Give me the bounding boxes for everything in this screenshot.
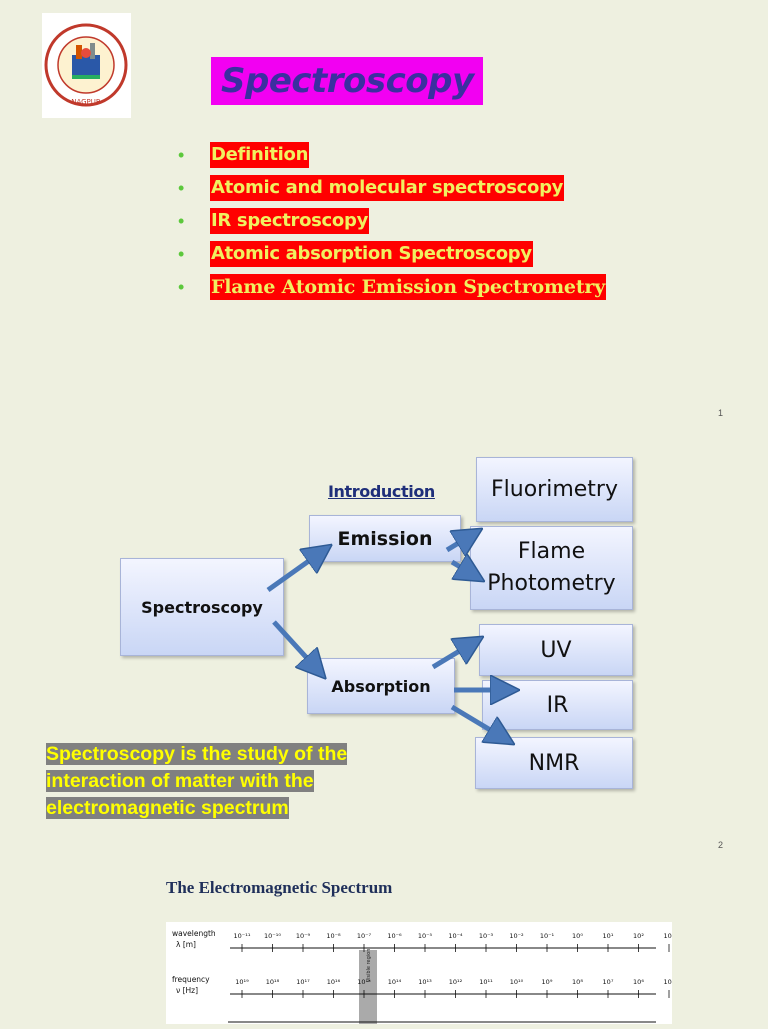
wavelength-tick-label: 10⁻⁹ xyxy=(296,932,311,940)
bullet-icon: • xyxy=(178,211,185,231)
wavelength-tick-label: 10⁻² xyxy=(509,932,524,940)
wavelength-tick-label: 10⁻⁵ xyxy=(418,932,433,940)
node-spectroscopy: Spectroscopy xyxy=(120,558,284,656)
svg-text:NAGPUR: NAGPUR xyxy=(71,98,101,106)
spectroscopy-definition: Spectroscopy is the study of the interac… xyxy=(46,741,406,822)
wavelength-unit: λ [m] xyxy=(176,940,196,949)
frequency-tick-label: 10⁷ xyxy=(603,978,614,986)
wavelength-tick-label: 10² xyxy=(633,932,644,940)
topic-list: •Definition •Atomic and molecular spectr… xyxy=(178,142,607,307)
wavelength-tick-label: 10⁻¹ xyxy=(540,932,555,940)
frequency-tick-label: 10⁶ xyxy=(633,978,644,986)
node-nmr: NMR xyxy=(475,737,633,789)
arrow-to-nmr xyxy=(450,704,502,737)
wavelength-tick-label: 10⁻¹⁰ xyxy=(264,932,281,940)
arrow-to-flame-photometry xyxy=(450,562,472,574)
wavelength-tick-label: 10⁻⁴ xyxy=(448,932,463,940)
frequency-tick-label: 10¹⁰ xyxy=(510,978,524,986)
list-item: •Definition xyxy=(178,142,606,175)
node-label: Photometry xyxy=(487,571,616,596)
definition-line: electromagnetic spectrum xyxy=(46,797,289,819)
wavelength-tick-label: 10⁻⁸ xyxy=(326,932,341,940)
frequency-label: frequency xyxy=(172,975,210,984)
frequency-tick-label: 10⁵ xyxy=(664,978,672,986)
arrow-to-fluorimetry xyxy=(445,536,470,550)
frequency-tick-label: 10⁹ xyxy=(542,978,553,986)
spectrum-title: The Electromagnetic Spectrum xyxy=(166,878,393,897)
frequency-tick-label: 10¹⁹ xyxy=(235,978,249,986)
visible-region-label: visible region xyxy=(366,949,372,982)
arrow-to-emission xyxy=(266,553,320,593)
list-item: •Flame Atomic Emission Spectrometry xyxy=(178,274,607,300)
wavelength-tick-label: 10⁻⁷ xyxy=(357,932,372,940)
wavelength-tick-label: 10⁰ xyxy=(572,932,583,940)
list-item: •IR spectroscopy xyxy=(178,208,606,241)
definition-line: interaction of matter with the xyxy=(46,770,314,792)
node-fluorimetry: Fluorimetry xyxy=(476,457,633,522)
frequency-tick-label: 10¹⁷ xyxy=(296,978,310,986)
node-label: Flame xyxy=(517,539,586,564)
node-absorption: Absorption xyxy=(307,658,455,714)
institute-logo: NAGPUR xyxy=(42,13,131,118)
definition-line: Spectroscopy is the study of the xyxy=(46,743,348,765)
list-item: •Atomic absorption Spectroscopy xyxy=(178,241,606,274)
node-emission: Emission xyxy=(309,515,461,562)
wavelength-tick-label: 10⁻¹¹ xyxy=(234,932,251,940)
list-item: •Atomic and molecular spectroscopy xyxy=(178,175,606,208)
frequency-unit: ν [Hz] xyxy=(176,986,198,995)
frequency-tick-label: 10¹⁶ xyxy=(327,978,341,986)
frequency-tick-label: 10⁸ xyxy=(572,978,583,986)
arrow-to-absorption xyxy=(272,620,316,668)
wavelength-label: wavelength xyxy=(172,929,216,938)
wavelength-tick-label: 10³ xyxy=(664,932,672,940)
introduction-heading: Introduction xyxy=(328,482,435,501)
em-spectrum-scale: visible region wavelength λ [m] frequenc… xyxy=(172,929,675,1024)
wavelength-tick-label: 10¹ xyxy=(603,932,614,940)
slide-title: Spectroscopy xyxy=(211,57,483,105)
institute-seal-icon: NAGPUR xyxy=(44,23,128,107)
page-number: 1 xyxy=(718,408,724,418)
bullet-icon: • xyxy=(178,277,185,297)
bullet-icon: • xyxy=(178,145,185,165)
bullet-icon: • xyxy=(178,178,185,198)
em-spectrum-figure: visible region wavelength λ [m] frequenc… xyxy=(166,922,675,1024)
arrow-to-uv xyxy=(431,644,471,670)
wavelength-tick-label: 10⁻⁶ xyxy=(387,932,402,940)
frequency-tick-label: 10¹⁵ xyxy=(357,978,371,986)
frequency-tick-label: 10¹¹ xyxy=(479,978,493,986)
wavelength-tick-label: 10⁻³ xyxy=(479,932,494,940)
frequency-tick-label: 10¹⁸ xyxy=(266,978,280,986)
visible-region-band xyxy=(359,950,377,1024)
frequency-tick-label: 10¹³ xyxy=(418,978,432,986)
bullet-icon: • xyxy=(178,244,185,264)
frequency-tick-label: 10¹⁴ xyxy=(388,978,402,986)
frequency-tick-label: 10¹² xyxy=(449,978,463,986)
page-number: 2 xyxy=(718,840,724,850)
node-flame-photometry: Flame Photometry xyxy=(470,526,633,610)
node-uv: UV xyxy=(479,624,633,676)
